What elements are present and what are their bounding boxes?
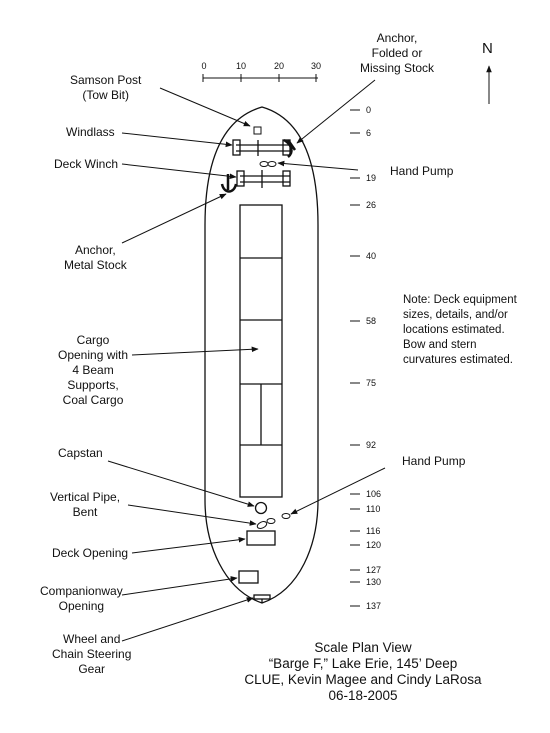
- label-capstan: Capstan: [58, 446, 103, 460]
- label-anchor-metal-stock: Anchor, Metal Stock: [64, 243, 127, 272]
- anchor-folded: [283, 138, 297, 158]
- depth-label: 116: [366, 526, 381, 536]
- label-hand-pump-2: Hand Pump: [402, 454, 466, 468]
- samson-post: [253, 126, 262, 135]
- depth-label: 127: [366, 565, 382, 575]
- note-text: Note: Deck equipment sizes, details, and…: [403, 294, 517, 366]
- wheel-steering-gear: [253, 594, 271, 603]
- leader-lines: [107, 79, 386, 642]
- scale-tick-30: 30: [310, 61, 321, 71]
- depth-label: 0: [366, 105, 372, 115]
- scale-bar: [202, 74, 318, 82]
- depth-label: 92: [366, 440, 377, 450]
- label-deck-winch: Deck Winch: [54, 157, 119, 171]
- caption-authors: CLUE, Kevin Magee and Cindy LaRosa: [244, 672, 482, 687]
- caption: Scale Plan View “Barge F,” Lake Erie, 14…: [218, 640, 508, 704]
- depth-label: 6: [366, 128, 372, 138]
- companionway-opening: [238, 570, 259, 584]
- scale-tick-20: 20: [273, 61, 284, 71]
- depth-label: 75: [366, 378, 377, 388]
- depth-label: 40: [366, 251, 377, 261]
- cargo-opening: [239, 204, 283, 498]
- label-vertical-pipe: Vertical Pipe, Bent: [50, 490, 121, 519]
- depth-label: 106: [366, 489, 382, 499]
- depth-scale-ticks: [350, 109, 360, 607]
- scale-tick-10: 10: [235, 61, 246, 71]
- depth-label: 58: [366, 316, 377, 326]
- depth-label: 110: [366, 504, 381, 514]
- caption-title: Scale Plan View: [314, 640, 412, 655]
- label-anchor-folded: Anchor, Folded or Missing Stock: [360, 31, 435, 75]
- caption-date: 06-18-2005: [328, 688, 398, 703]
- anchor-metal-stock: [220, 174, 238, 193]
- depth-label: 26: [366, 200, 377, 210]
- caption-subject: “Barge F,” Lake Erie, 145’ Deep: [268, 656, 458, 671]
- north-label: N: [482, 40, 493, 57]
- deck-winch: [236, 170, 291, 188]
- scale-tick-0: 0: [201, 61, 207, 71]
- label-wheel-chain-steering: Wheel and Chain Steering Gear: [52, 632, 132, 676]
- depth-label: 19: [366, 173, 377, 183]
- depth-label: 137: [366, 601, 382, 611]
- depth-label: 120: [366, 540, 382, 550]
- windlass: [232, 139, 291, 156]
- label-hand-pump-1: Hand Pump: [390, 164, 454, 178]
- hand-pump-2: [281, 513, 291, 519]
- hand-pump-1: [259, 161, 277, 167]
- label-samson-post: Samson Post (Tow Bit): [70, 73, 142, 102]
- vertical-pipe: [256, 518, 276, 529]
- label-companionway: Companionway Opening: [40, 584, 123, 613]
- label-deck-opening: Deck Opening: [52, 546, 129, 560]
- label-windlass: Windlass: [66, 125, 115, 139]
- label-cargo-opening: Cargo Opening with 4 Beam Supports, Coal…: [58, 333, 129, 407]
- deck-opening: [246, 530, 276, 546]
- capstan: [254, 501, 268, 515]
- depth-label: 130: [366, 577, 382, 587]
